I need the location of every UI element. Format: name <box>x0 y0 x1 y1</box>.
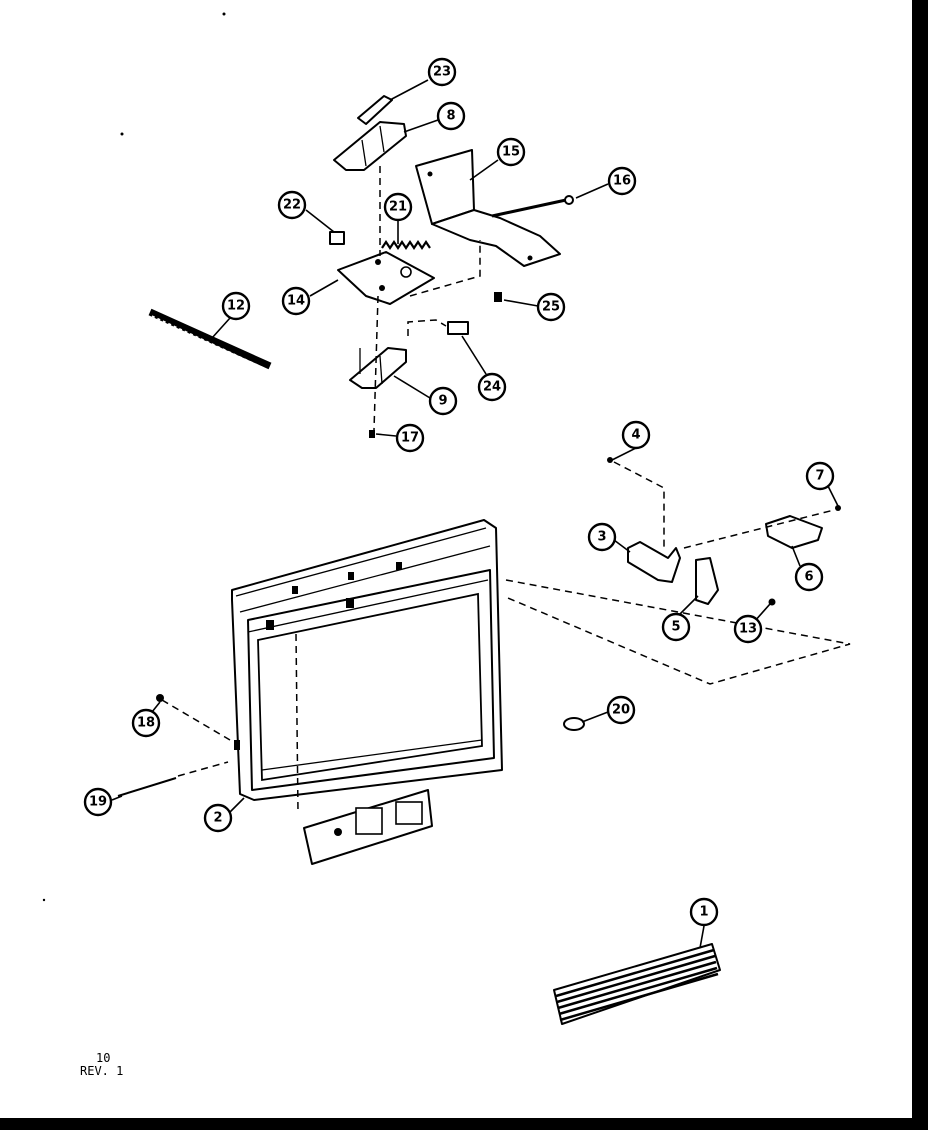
callout-label: 13 <box>739 622 757 637</box>
callout-label: 19 <box>89 795 107 810</box>
assembly-lines-upper <box>373 166 481 431</box>
part-control-panel <box>303 789 433 865</box>
callout-4: 4 <box>621 420 651 450</box>
callout-5: 5 <box>661 612 691 642</box>
callout-9: 9 <box>428 386 458 416</box>
part-25-screw <box>494 292 502 302</box>
scan-border-bottom <box>0 1118 928 1130</box>
callout-label: 15 <box>502 145 520 160</box>
part-1-grille <box>553 943 721 1025</box>
part-14-hinge-plate <box>337 251 435 305</box>
callout-25: 25 <box>536 292 566 322</box>
callout-16: 16 <box>607 166 637 196</box>
callout-24: 24 <box>477 372 507 402</box>
assembly-lines-frame <box>161 633 299 813</box>
callout-8-upper: 8 <box>436 101 466 131</box>
callout-2: 2 <box>203 803 233 833</box>
callout-13: 13 <box>733 614 763 644</box>
callout-23: 23 <box>427 57 457 87</box>
callout-14: 14 <box>281 286 311 316</box>
part-19-rod <box>117 777 177 797</box>
part-18-bumper <box>156 694 164 702</box>
callout-label: 23 <box>433 65 451 80</box>
revision-label: REV. 1 <box>80 1064 124 1078</box>
callout-1: 1 <box>689 897 719 927</box>
part-3-bracket <box>627 541 681 583</box>
part-21-spring <box>381 240 431 250</box>
callout-label: 14 <box>287 294 305 309</box>
callout-3: 3 <box>587 522 617 552</box>
page-footer: 10 REV. 1 <box>80 1052 123 1078</box>
callout-label: 5 <box>671 620 680 635</box>
callout-label: 9 <box>438 394 447 409</box>
part-9-lower-hinge <box>349 347 407 389</box>
callout-label: 24 <box>483 380 501 395</box>
callout-label: 2 <box>213 811 222 826</box>
callout-label: 18 <box>137 716 155 731</box>
part-5-latch <box>695 557 719 605</box>
assembly-lines-right <box>505 461 851 685</box>
part-23-bracket <box>357 95 393 125</box>
part-22-clip <box>329 231 345 245</box>
callout-label: 21 <box>389 200 407 215</box>
callout-label: 25 <box>542 300 560 315</box>
part-20-clip <box>563 717 585 731</box>
callout-6: 6 <box>794 562 824 592</box>
part-15-plate <box>415 149 561 267</box>
part-4-screw <box>607 457 613 463</box>
part-2-door-frame <box>231 519 503 801</box>
callout-label: 3 <box>597 530 606 545</box>
callout-21: 21 <box>383 192 413 222</box>
leader-lines <box>111 79 839 949</box>
part-16-screw <box>491 195 574 218</box>
callout-label: 6 <box>804 570 813 585</box>
callout-22: 22 <box>277 190 307 220</box>
callout-15: 15 <box>496 137 526 167</box>
scan-border-right <box>912 0 928 1130</box>
callout-label: 20 <box>612 703 630 718</box>
callout-19: 19 <box>83 787 113 817</box>
part-17-screw <box>369 430 375 438</box>
callout-label: 16 <box>613 174 631 189</box>
callout-label: 17 <box>401 431 419 446</box>
part-12-gasket-strip <box>148 308 272 371</box>
callout-label: 7 <box>815 469 824 484</box>
part-8-upper-hinge <box>333 121 407 171</box>
callout-label: 12 <box>227 299 245 314</box>
callout-18: 18 <box>131 708 161 738</box>
callout-17: 17 <box>395 423 425 453</box>
page-number: 10 <box>96 1051 111 1065</box>
callout-label: 8 <box>446 109 455 124</box>
part-13-screw <box>768 598 776 606</box>
callout-label: 4 <box>631 428 640 443</box>
callout-label: 1 <box>699 905 708 920</box>
callout-7: 7 <box>805 461 835 491</box>
callout-12: 12 <box>221 291 251 321</box>
part-7-screw <box>835 505 841 511</box>
part-24-block <box>447 321 469 335</box>
callout-20: 20 <box>606 695 636 725</box>
callout-label: 22 <box>283 198 301 213</box>
